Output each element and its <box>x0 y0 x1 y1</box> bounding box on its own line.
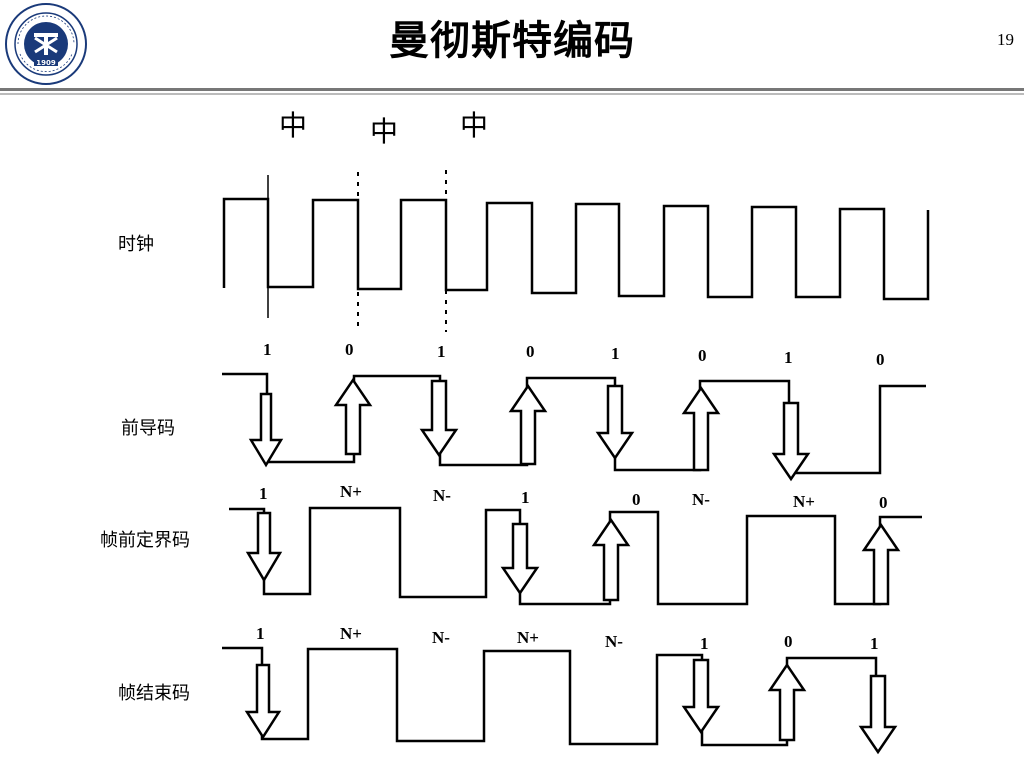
bit-label: 0 <box>526 342 535 361</box>
up-arrow <box>591 517 631 602</box>
bit-label: 1 <box>263 340 272 359</box>
end-waveform <box>222 646 878 747</box>
bit-label: 1 <box>784 348 793 367</box>
bit-label: N+ <box>517 628 539 647</box>
bit-label: 0 <box>876 350 885 369</box>
bit-label: N- <box>432 628 450 647</box>
row-label-clock: 时钟 <box>118 234 154 255</box>
bit-label: N- <box>692 490 710 509</box>
preamble-waveform <box>222 372 926 475</box>
mid-marker-2: 中 <box>370 115 399 148</box>
bit-label: 1 <box>259 484 268 503</box>
header-divider-light <box>0 93 1024 95</box>
mid-marker-1: 中 <box>279 109 308 142</box>
university-logo: 1909 <box>5 3 87 85</box>
up-arrow <box>681 385 721 472</box>
bit-label: 1 <box>256 624 265 643</box>
bit-label: N+ <box>340 482 362 501</box>
row-label-sfd: 帧前定界码 <box>100 530 190 551</box>
bit-label: N+ <box>793 492 815 511</box>
up-arrow <box>767 662 807 742</box>
mid-marker-3: 中 <box>460 109 489 142</box>
bit-label: 1 <box>611 344 620 363</box>
row-label-end: 帧结束码 <box>118 683 190 704</box>
clock-waveform <box>222 197 930 301</box>
up-arrow <box>861 522 901 606</box>
down-arrow <box>681 658 721 735</box>
sfd-waveform <box>229 506 922 606</box>
down-arrow <box>245 511 283 583</box>
bit-label: 0 <box>632 490 641 509</box>
up-arrow <box>333 377 373 456</box>
page-number: 19 <box>997 30 1014 49</box>
down-arrow <box>858 674 898 755</box>
bit-label: N- <box>605 632 623 651</box>
down-arrow <box>500 522 540 596</box>
bit-label: N+ <box>340 624 362 643</box>
bit-label: 1 <box>437 342 446 361</box>
bit-label: 1 <box>870 634 879 653</box>
bit-label: 0 <box>784 632 793 651</box>
header-divider <box>0 88 1024 91</box>
bit-label: 0 <box>879 493 888 512</box>
down-arrow <box>248 392 284 468</box>
bit-label: 1 <box>700 634 709 653</box>
slide-header: 1909 曼彻斯特编码 19 <box>0 0 1024 95</box>
slide-title: 曼彻斯特编码 <box>389 18 635 64</box>
bit-label: 1 <box>521 488 530 507</box>
bit-label: N- <box>433 486 451 505</box>
down-arrow <box>419 379 459 458</box>
svg-text:1909: 1909 <box>36 59 56 67</box>
bit-label: 0 <box>698 346 707 365</box>
down-arrow <box>595 384 635 461</box>
row-label-preamble: 前导码 <box>121 418 175 439</box>
down-arrow <box>244 663 282 740</box>
down-arrow <box>771 401 811 482</box>
bit-label: 0 <box>345 340 354 359</box>
up-arrow <box>508 383 548 466</box>
